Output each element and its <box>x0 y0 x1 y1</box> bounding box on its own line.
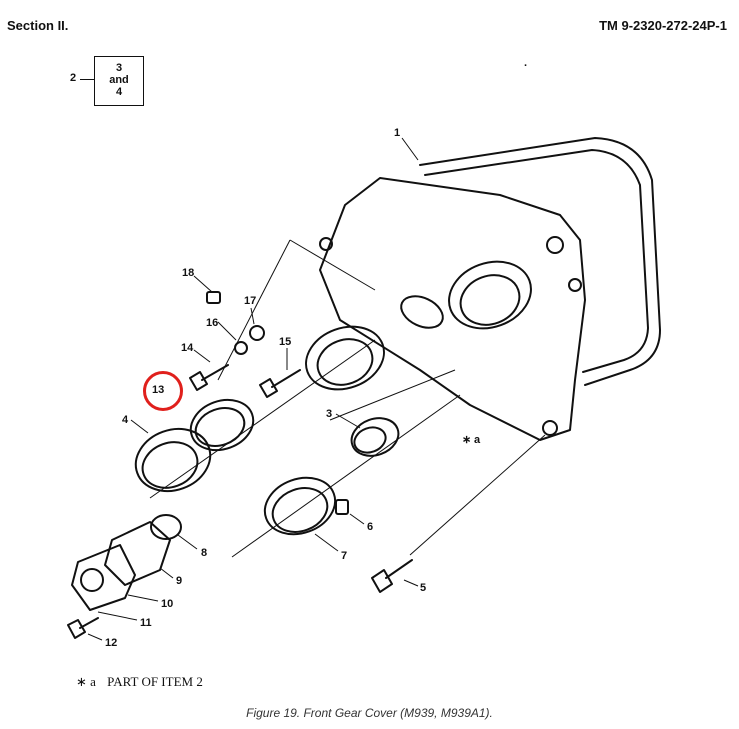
cover-bore-center <box>305 325 385 391</box>
sheet-ref-leader <box>80 79 94 80</box>
callout-3: 3 <box>326 408 332 420</box>
cover-boss-left <box>319 237 333 251</box>
screw-15 <box>259 369 301 398</box>
leader-6 <box>349 513 365 525</box>
callout-14: 14 <box>181 342 194 354</box>
tm-number: TM 9-2320-272-24P-1 <box>599 18 727 33</box>
callout-4: 4 <box>122 414 129 426</box>
callout-11: 11 <box>140 617 152 629</box>
sheet-ref-line-1: 3 <box>115 62 123 74</box>
plug-6 <box>335 499 349 515</box>
plate-10-hub <box>80 568 104 592</box>
gasket-outline <box>419 137 661 386</box>
callout-7: 7 <box>341 550 347 562</box>
gasket-9 <box>104 521 171 586</box>
washer-17 <box>249 325 265 341</box>
seal-7-outer <box>263 476 337 536</box>
cover-bore-upper <box>448 260 532 330</box>
leader-16 <box>217 321 237 341</box>
leader-10 <box>127 594 159 602</box>
sheet-ref-parent: 2 <box>70 72 77 84</box>
top-tick: · <box>524 60 528 72</box>
callout-10: 10 <box>161 598 173 610</box>
leader-12 <box>87 633 103 641</box>
center-line-e <box>329 369 456 421</box>
spacer-ring-inner <box>353 426 387 454</box>
o-ring-13 <box>189 398 255 452</box>
center-line-f <box>409 434 546 556</box>
cover-body <box>319 177 586 441</box>
leader-8 <box>177 534 198 550</box>
footnote-text: PART OF ITEM 2 <box>107 674 203 689</box>
center-line-c <box>217 239 291 381</box>
ring-8 <box>150 514 182 540</box>
sheet-ref-line-3: 4 <box>115 86 123 98</box>
capscrew-14 <box>189 364 229 391</box>
leader-17 <box>250 307 255 325</box>
callout-a-star: ∗ <box>462 434 471 446</box>
callout-6: 6 <box>367 521 373 533</box>
callout-17: 17 <box>244 295 256 307</box>
section-heading: Section II. <box>7 18 69 33</box>
capscrew-12 <box>67 617 99 639</box>
gasket-inner-outline <box>424 149 649 373</box>
callout-a: a <box>474 434 481 446</box>
callout-16: 16 <box>206 317 218 329</box>
cover-boss-low <box>542 420 558 436</box>
callout-9: 9 <box>176 575 182 587</box>
leader-5 <box>403 579 419 587</box>
callout-1: 1 <box>394 127 400 139</box>
callout-15: 15 <box>279 336 291 348</box>
seal-4-outer <box>134 427 212 493</box>
plug-18 <box>206 291 221 304</box>
leader-9 <box>159 567 174 579</box>
center-line-d <box>289 239 376 291</box>
cover-boss-mid <box>546 236 564 254</box>
leader-1 <box>401 137 419 161</box>
cover-small-plate <box>400 295 444 329</box>
leader-14 <box>193 349 211 363</box>
cover-boss-right <box>568 278 582 292</box>
leader-18 <box>193 275 213 293</box>
cover-bore-center-inner <box>316 338 374 386</box>
figure-caption: Figure 19. Front Gear Cover (M939, M939A… <box>246 706 493 720</box>
cover-bore-upper-inner <box>459 274 521 326</box>
callout-8: 8 <box>201 547 207 559</box>
center-line-b <box>231 394 461 558</box>
leader-4 <box>130 419 149 434</box>
leader-7 <box>314 533 339 552</box>
center-line-a <box>149 339 376 499</box>
plate-10 <box>71 544 136 611</box>
footnote-marker: ∗ a <box>76 674 96 689</box>
seal-4-inner <box>141 441 199 489</box>
item-13-highlight-circle <box>143 371 183 411</box>
footnote: ∗ a PART OF ITEM 2 <box>76 674 203 690</box>
sheet-ref-box: 3 and 4 <box>94 56 144 106</box>
callout-5: 5 <box>420 582 426 594</box>
callout-12: 12 <box>105 637 117 649</box>
callout-18: 18 <box>182 267 194 279</box>
spacer-ring <box>350 417 400 457</box>
leader-11 <box>97 611 138 621</box>
seal-7-inner <box>271 487 329 533</box>
capscrew-5 <box>371 559 413 593</box>
sheet-ref-line-2: and <box>109 74 129 86</box>
